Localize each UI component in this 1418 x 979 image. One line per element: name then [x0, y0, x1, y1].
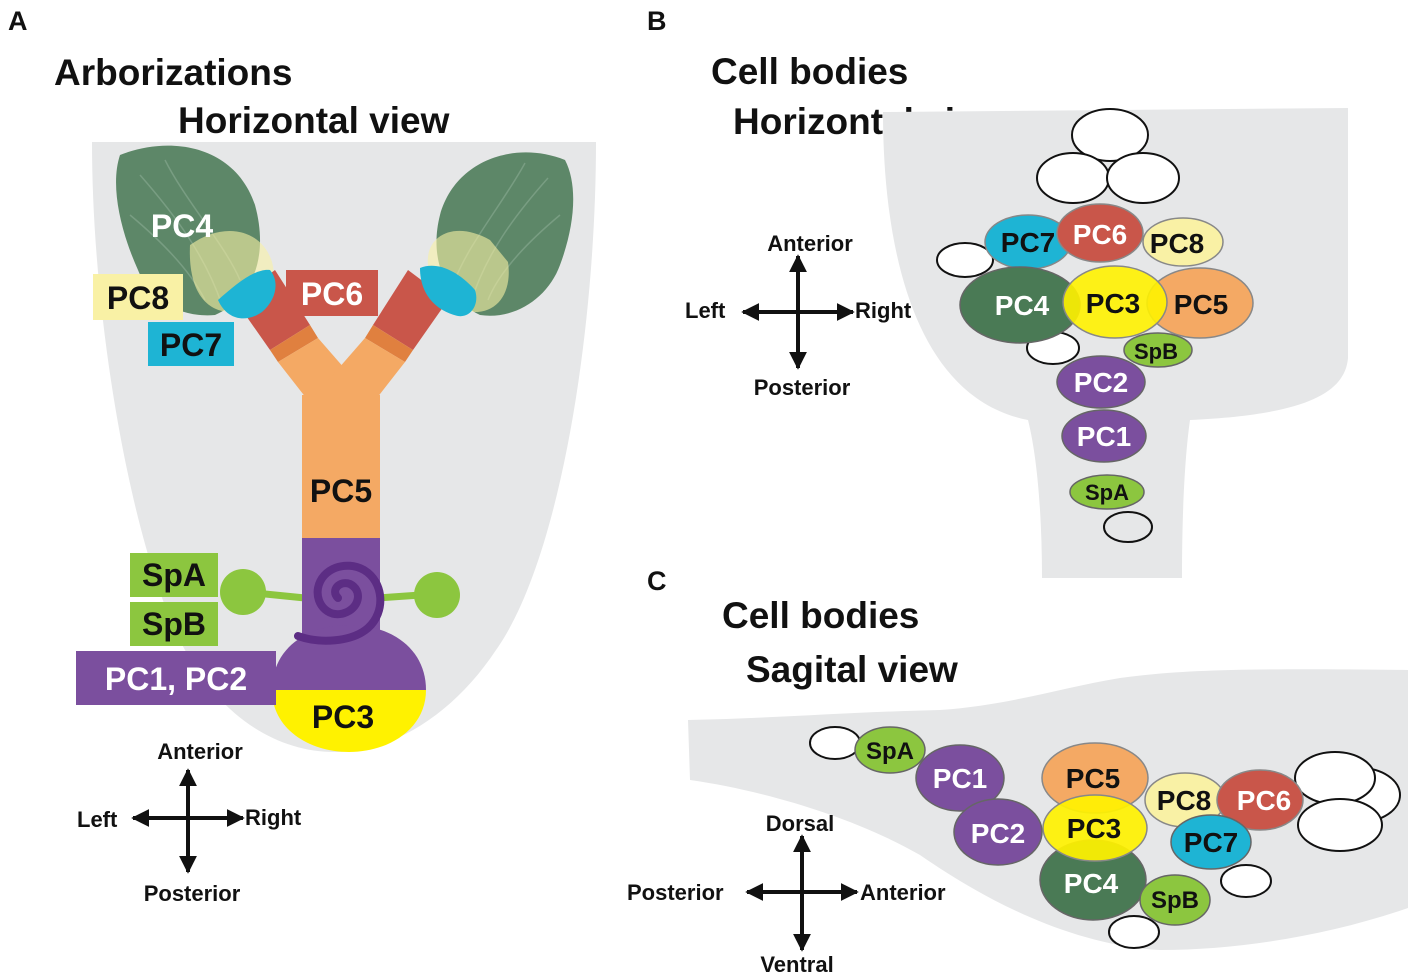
label-pc8-c: PC8 [1157, 785, 1211, 816]
label-pc5-c: PC5 [1066, 763, 1120, 794]
cell-b-pc8 [1142, 217, 1224, 267]
label-pc2-b: PC2 [1074, 367, 1128, 398]
empty-cell-c1 [809, 726, 861, 760]
panel-a: A Arborizations Horizontal view [8, 6, 596, 906]
label-box-pc1pc2-a [76, 651, 276, 705]
compass-c-down-label: Ventral [760, 952, 833, 977]
compass-b: Anterior Left Right Posterior [685, 231, 912, 400]
label-box-pc8-a [93, 274, 183, 320]
label-pc8-a: PC8 [107, 280, 169, 316]
spiral-icon [294, 561, 385, 645]
compass-c-up-label: Dorsal [766, 811, 834, 836]
panel-c-title-line2: Sagital view [746, 649, 958, 690]
compass-b-up-label: Anterior [767, 231, 853, 256]
panel-a-letter: A [8, 6, 28, 36]
panel-c-letter: C [647, 566, 667, 596]
panel-a-title-line2: Horizontal view [178, 100, 450, 141]
label-box-spa-a [130, 553, 218, 597]
cell-c-pc3 [1042, 794, 1148, 862]
sp-knob-left [220, 569, 266, 615]
panel-c-cell-labels: SpA PC1 PC2 PC5 PC3 PC4 PC8 PC6 PC7 SpB [866, 738, 1291, 914]
compass-c-left-label: Posterior [627, 880, 724, 905]
label-pc3-b: PC3 [1086, 288, 1140, 319]
label-pc5-b: PC5 [1174, 289, 1228, 320]
label-pc2-c: PC2 [971, 818, 1025, 849]
pc7-right-cap [420, 265, 477, 317]
label-pc3-a: PC3 [312, 699, 374, 735]
label-pc1pc2-a: PC1, PC2 [105, 661, 247, 697]
panel-c-unlabeled-cells [809, 726, 1401, 949]
panel-b-labeled-cells [959, 203, 1254, 510]
label-pc8-b: PC8 [1150, 228, 1204, 259]
cell-b-pc2 [1056, 355, 1146, 409]
panel-c-labeled-cells [854, 726, 1304, 926]
label-pc1-b: PC1 [1077, 421, 1131, 452]
label-spa-a: SpA [142, 557, 206, 593]
empty-cell-b2 [1036, 152, 1110, 204]
label-pc7-b: PC7 [1001, 227, 1055, 258]
label-pc7-c: PC7 [1184, 827, 1238, 858]
empty-cell-c4 [1297, 798, 1383, 852]
label-box-spb-a [130, 602, 218, 646]
label-spb-c: SpB [1151, 887, 1199, 914]
empty-cell-b1 [1071, 108, 1149, 162]
panel-a-title-line1: Arborizations [54, 52, 292, 93]
compass-b-down-label: Posterior [754, 375, 851, 400]
label-pc5-a: PC5 [310, 473, 372, 509]
panel-b-letter: B [647, 6, 667, 36]
cell-c-spa [854, 726, 926, 774]
label-spb-a: SpB [142, 606, 206, 642]
compass-a-up-label: Anterior [157, 739, 243, 764]
panel-b-unlabeled-cells [936, 108, 1180, 543]
cell-b-pc3 [1062, 265, 1168, 339]
cell-c-spb [1139, 874, 1211, 926]
panel-b-title-line1: Cell bodies [711, 51, 908, 92]
cell-c-pc1 [915, 744, 1005, 812]
cell-b-spa [1069, 474, 1145, 510]
label-pc4-b: PC4 [995, 290, 1050, 321]
empty-cell-b4 [936, 242, 994, 278]
cell-c-pc2 [953, 798, 1043, 866]
compass-c: Dorsal Posterior Anterior Ventral [627, 811, 946, 977]
panel-b-cell-labels: PC7 PC6 PC8 PC4 PC3 PC5 SpB PC2 PC1 SpA [995, 219, 1228, 505]
label-pc3-c: PC3 [1067, 813, 1121, 844]
empty-cell-c5 [1220, 864, 1272, 898]
label-box-pc6-a [286, 270, 378, 316]
compass-a: Anterior Left Right Posterior [77, 739, 302, 906]
pc7-left-cap [218, 269, 276, 319]
panel-c-title-line1: Cell bodies [722, 595, 919, 636]
label-pc1-c: PC1 [933, 763, 987, 794]
compass-a-left-label: Left [77, 807, 118, 832]
empty-cell-c6 [1108, 915, 1160, 949]
panel-b: B Cell bodies Horizontal view PC7 [647, 6, 1348, 578]
pc5-stalk [302, 395, 380, 540]
compass-b-left-label: Left [685, 298, 726, 323]
cell-c-pc6 [1216, 769, 1304, 831]
label-pc6-c: PC6 [1237, 785, 1291, 816]
compass-c-right-label: Anterior [860, 880, 946, 905]
cell-c-pc7 [1170, 814, 1252, 870]
label-pc4-c: PC4 [1064, 868, 1119, 899]
label-spa-c: SpA [866, 738, 914, 765]
compass-a-down-label: Posterior [144, 881, 241, 906]
label-pc4-a: PC4 [151, 208, 213, 244]
label-pc7-a: PC7 [160, 327, 222, 363]
compass-a-right-label: Right [245, 805, 302, 830]
pc3-dome [272, 690, 426, 752]
cell-b-spb [1123, 332, 1193, 368]
label-pc6-a: PC6 [301, 276, 363, 312]
sp-knob-right [414, 572, 460, 618]
label-box-pc7-a [148, 322, 234, 366]
label-spa-b: SpA [1085, 480, 1129, 505]
cell-b-pc1 [1061, 409, 1147, 463]
label-pc6-b: PC6 [1073, 219, 1127, 250]
panel-c: C Cell bodies Sagital view SpA PC1 [627, 566, 1408, 977]
cell-b-pc6 [1056, 203, 1144, 263]
label-spb-b: SpB [1134, 339, 1178, 364]
empty-cell-b6 [1103, 511, 1153, 543]
empty-cell-b3 [1106, 152, 1180, 204]
compass-b-right-label: Right [855, 298, 912, 323]
empty-cell-c3 [1294, 751, 1376, 805]
